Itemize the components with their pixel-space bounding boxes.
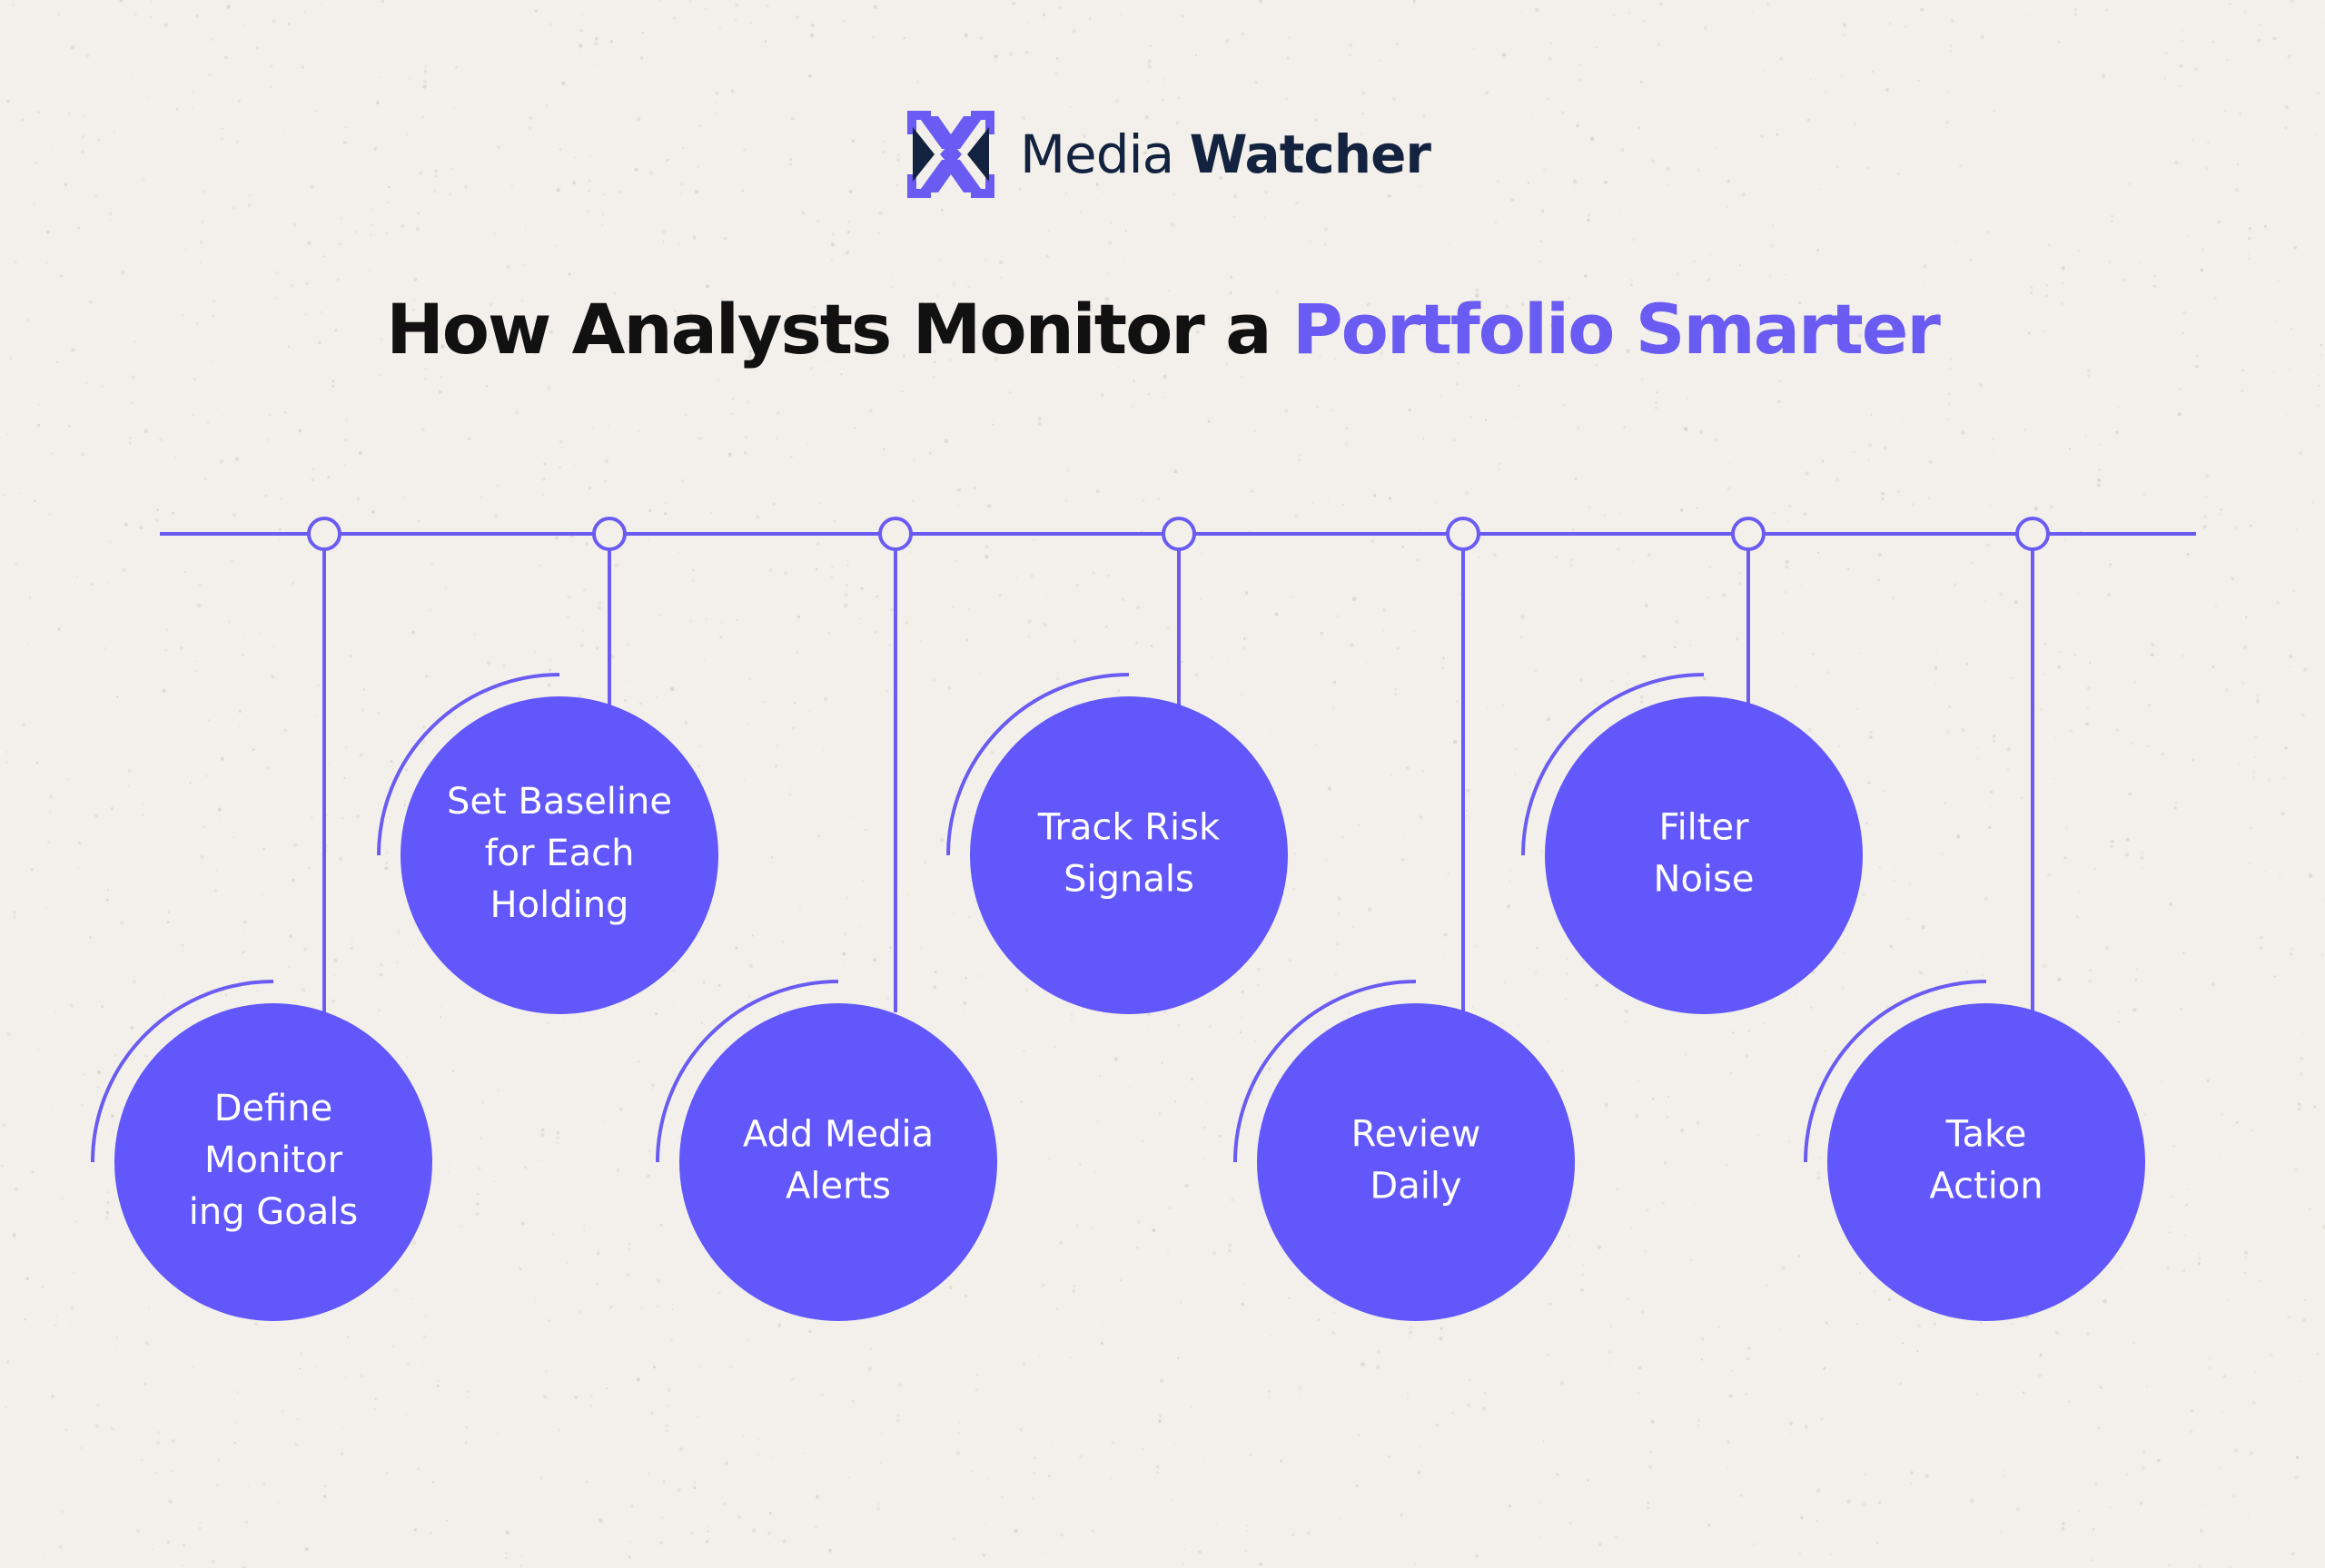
page-title-highlight: Portfolio Smarter [1291, 289, 1941, 370]
brand-name-light: Media [1020, 123, 1174, 185]
step-decorative-arc [1804, 980, 1987, 1163]
step-label: Alerts [786, 1166, 891, 1208]
timeline-node [592, 517, 627, 551]
step-label: Define [214, 1088, 333, 1129]
step-decorative-arc [377, 673, 560, 856]
step-decorative-arc [1233, 980, 1417, 1163]
step-label: Action [1929, 1166, 2043, 1208]
timeline-node [2015, 517, 2050, 551]
step-decorative-arc [946, 673, 1130, 856]
step-label: Signals [1064, 859, 1194, 901]
timeline-node [1446, 517, 1480, 551]
brand-header: Media Watcher [904, 107, 1431, 202]
step-circle [1827, 1003, 2145, 1321]
page-title: How Analysts Monitor a Portfolio Smarter [0, 289, 2325, 370]
step-decorative-arc [656, 980, 839, 1163]
page-title-plain: How Analysts Monitor a [386, 289, 1271, 370]
step-label: Set Baseline [447, 781, 672, 823]
brand-name: Media Watcher [1020, 123, 1431, 185]
step-circle [1545, 696, 1863, 1014]
step-label: Take [1945, 1114, 2027, 1156]
timeline-node [1731, 517, 1766, 551]
media-watcher-x-logo-icon [907, 111, 994, 198]
step-label: Holding [490, 884, 629, 926]
step-label: Track Risk [1037, 807, 1221, 849]
timeline-node [1162, 517, 1196, 551]
step-label: for Each [485, 833, 635, 874]
brand-name-bold: Watcher [1189, 123, 1431, 185]
step-label: ing Goals [189, 1191, 359, 1233]
step-circle [1257, 1003, 1575, 1321]
step-label: Review [1351, 1114, 1481, 1156]
step-circle [970, 696, 1288, 1014]
step-label: Daily [1370, 1166, 1461, 1208]
timeline-node [307, 517, 341, 551]
step-circle [401, 696, 718, 1014]
timeline-node [878, 517, 913, 551]
step-decorative-arc [1521, 673, 1705, 856]
step-circle [679, 1003, 997, 1321]
step-label: Add Media [743, 1114, 934, 1156]
step-decorative-arc [91, 980, 274, 1163]
step-label: Filter [1658, 807, 1749, 849]
step-label: Noise [1654, 859, 1755, 901]
step-circle [114, 1003, 432, 1321]
step-label: Monitor [204, 1139, 343, 1181]
